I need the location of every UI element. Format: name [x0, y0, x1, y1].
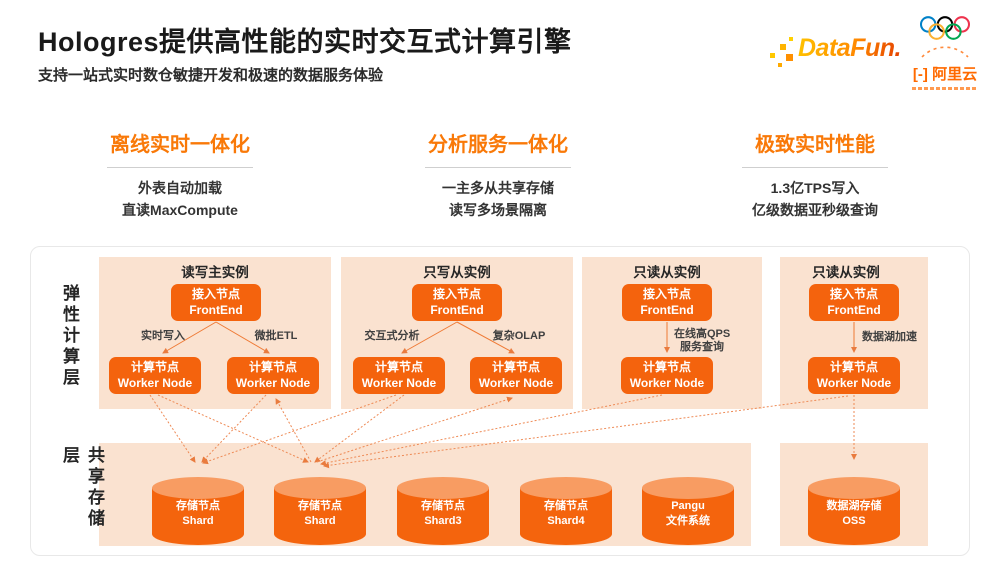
edge-label: 服务查询 [680, 341, 724, 353]
pixel-square-icon [780, 44, 786, 50]
compute-layer-label: 弹性计算层 [60, 284, 79, 389]
feature-extreme-performance: 极致实时性能 1.3亿TPS写入 亿级数据亚秒级查询 [705, 128, 925, 222]
edge-label: 数据湖加速 [862, 331, 917, 343]
feature-line: 一主多从共享存储 [442, 180, 554, 196]
pixel-square-icon [778, 63, 782, 67]
edge-label: 复杂OLAP [492, 330, 546, 342]
feature-line: 亿级数据亚秒级查询 [752, 202, 878, 219]
feature-line: 外表自动加载 [138, 180, 222, 196]
edge-label: 在线高QPS [674, 328, 731, 340]
pixel-square-icon [786, 54, 793, 61]
feature-line: 直读MaxCompute [122, 202, 238, 219]
frontend-node: 接入节点 FrontEnd [809, 284, 899, 321]
feature-line: 读写多场景隔离 [449, 202, 547, 219]
alicloud-tagline [912, 87, 978, 90]
feature-title: 分析服务一体化 [428, 134, 568, 156]
worker-node: 计算节点 Worker Node [227, 357, 319, 394]
frontend-node: 接入节点 FrontEnd [412, 284, 502, 321]
instance-title: 读写主实例 [181, 265, 249, 280]
divider [742, 167, 888, 168]
frontend-node: 接入节点 FrontEnd [171, 284, 261, 321]
feature-title: 离线实时一体化 [110, 134, 250, 156]
page-title: Hologres提供高性能的实时交互式计算引擎 [38, 27, 572, 57]
olympic-rings-icon [919, 16, 971, 40]
instance-title: 只写从实例 [423, 265, 491, 280]
edge-label: 实时写入 [141, 330, 185, 342]
worker-node: 计算节点 Worker Node [808, 357, 900, 394]
feature-analysis-service: 分析服务一体化 一主多从共享存储 读写多场景隔离 [388, 128, 608, 222]
feature-offline-realtime: 离线实时一体化 外表自动加载 直读MaxCompute [70, 128, 290, 222]
edge-label: 交互式分析 [364, 330, 420, 342]
worker-node: 计算节点 Worker Node [109, 357, 201, 394]
rays-icon [921, 46, 969, 58]
alicloud-logo: [-] 阿里云 [903, 16, 987, 90]
worker-node: 计算节点 Worker Node [621, 357, 713, 394]
divider [107, 167, 253, 168]
storage-layer-label: 共享存储层 [60, 446, 104, 530]
alicloud-bracket-mark: [-] [912, 66, 928, 83]
instance-title: 只读从实例 [633, 265, 701, 280]
feature-title: 极致实时性能 [755, 134, 875, 156]
pixel-square-icon [770, 53, 775, 58]
alicloud-wordmark: [-] 阿里云 [912, 66, 978, 83]
instance-title: 只读从实例 [812, 265, 880, 280]
worker-node: 计算节点 Worker Node [470, 357, 562, 394]
edge-label: 微批ETL [254, 330, 298, 342]
pixel-square-icon [789, 37, 793, 41]
feature-line: 1.3亿TPS写入 [770, 180, 860, 196]
page-subtitle: 支持一站式实时数仓敏捷开发和极速的数据服务体验 [38, 67, 384, 84]
divider [425, 167, 571, 168]
worker-node: 计算节点 Worker Node [353, 357, 445, 394]
datafun-logo: DataFun. [770, 30, 910, 78]
datafun-wordmark: DataFun. [798, 34, 901, 62]
frontend-node: 接入节点 FrontEnd [622, 284, 712, 321]
